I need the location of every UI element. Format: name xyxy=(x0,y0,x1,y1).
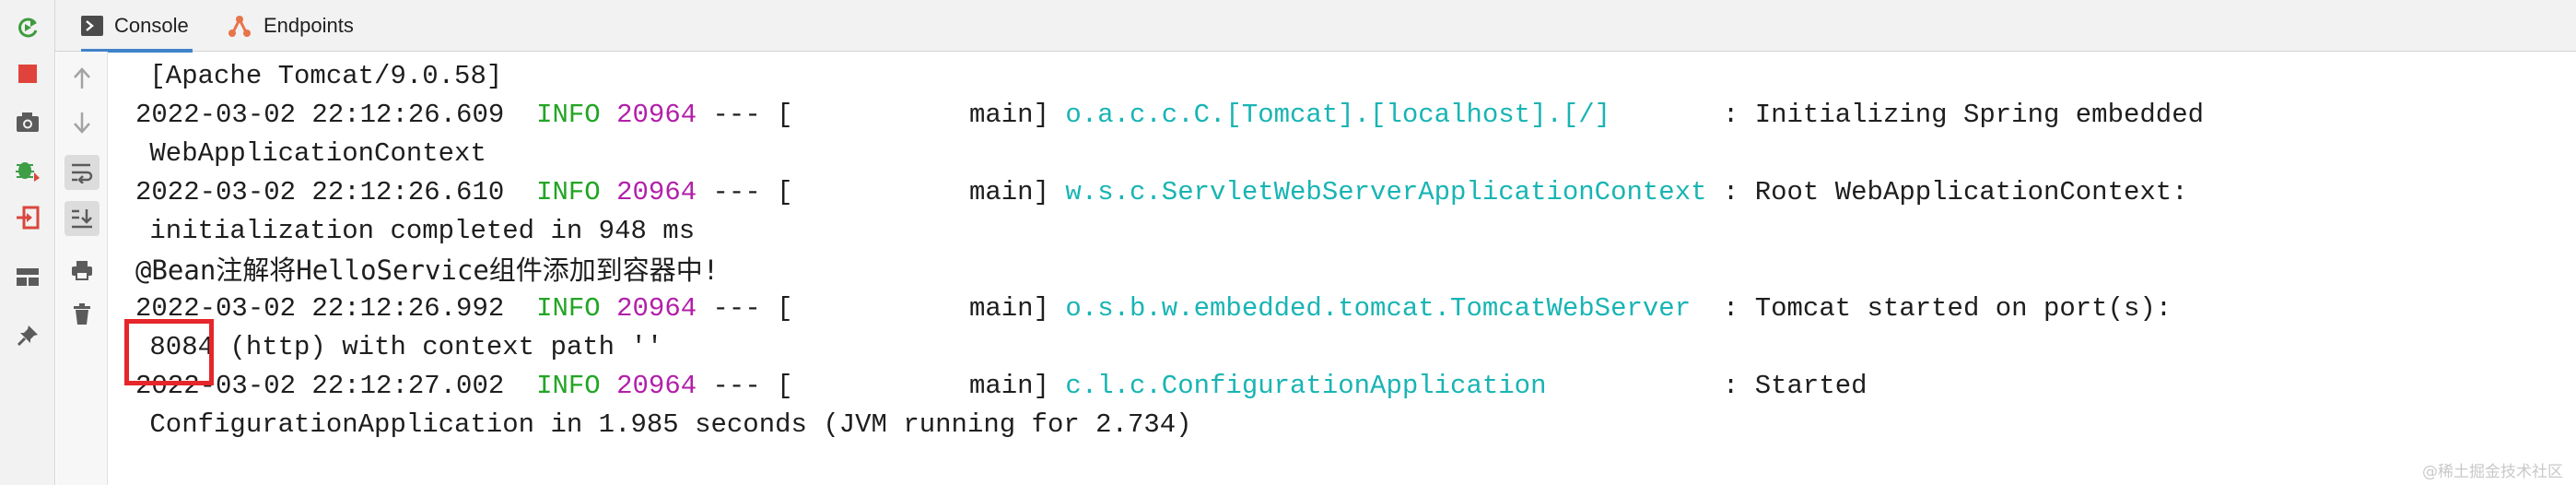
log-line: 2022-03-02 22:12:27.002 INFO 20964 --- [… xyxy=(135,367,1868,406)
log-line: [Apache Tomcat/9.0.58] xyxy=(134,61,503,91)
log-logger[interactable]: o.a.c.c.C.[Tomcat].[localhost].[/] xyxy=(1065,100,1611,130)
up-arrow-icon[interactable] xyxy=(64,61,100,96)
log-message: : Started xyxy=(1546,371,1868,401)
log-line: 8084 (http) with context path '' xyxy=(134,332,663,362)
log-thread: --- [ main] xyxy=(697,371,1066,401)
log-timestamp: 2022-03-02 22:12:27.002 xyxy=(135,371,505,401)
log-level: INFO xyxy=(536,100,601,130)
debug-icon[interactable] xyxy=(11,153,44,186)
tab-endpoints[interactable]: Endpoints xyxy=(227,0,354,52)
log-line: 2022-03-02 22:12:26.609 INFO 20964 --- [… xyxy=(135,96,2204,135)
camera-icon[interactable] xyxy=(11,105,44,138)
log-thread: --- [ main] xyxy=(697,177,1066,207)
log-timestamp: 2022-03-02 22:12:26.609 xyxy=(135,100,505,130)
log-pid: 20964 xyxy=(616,293,697,324)
tab-console[interactable]: Console xyxy=(81,0,193,53)
log-timestamp: 2022-03-02 22:12:26.610 xyxy=(135,177,505,207)
scroll-to-end-icon[interactable] xyxy=(64,201,100,236)
log-line: 2022-03-02 22:12:26.610 INFO 20964 --- [… xyxy=(135,173,2188,212)
layout-icon[interactable] xyxy=(11,260,44,293)
console-toolbar xyxy=(56,52,108,485)
log-level: INFO xyxy=(536,371,601,401)
port-highlight-box xyxy=(124,319,214,385)
tab-endpoints-label: Endpoints xyxy=(263,14,354,37)
log-message: : Initializing Spring embedded xyxy=(1610,100,2204,130)
log-timestamp: 2022-03-02 22:12:26.992 xyxy=(135,293,505,324)
pin-icon[interactable] xyxy=(11,319,44,352)
tab-console-label: Console xyxy=(114,14,189,37)
rerun-icon[interactable] xyxy=(11,11,44,44)
trash-icon[interactable] xyxy=(64,297,100,332)
watermark: @稀土掘金技术社区 xyxy=(2422,463,2563,481)
log-logger[interactable]: w.s.c.ServletWebServerApplicationContext xyxy=(1065,177,1707,207)
stop-icon[interactable] xyxy=(11,57,44,90)
console-icon xyxy=(81,16,103,36)
endpoints-icon xyxy=(227,14,252,38)
log-line: 2022-03-02 22:12:26.992 INFO 20964 --- [… xyxy=(135,290,2172,328)
log-pid: 20964 xyxy=(616,177,697,207)
console-output[interactable]: 2022-03-02 22:12:26.609 [Apache Tomcat/9… xyxy=(108,52,2576,485)
log-level: INFO xyxy=(536,293,601,324)
log-pid: 20964 xyxy=(616,371,697,401)
log-pid: 20964 xyxy=(616,100,697,130)
log-level: INFO xyxy=(536,177,601,207)
down-arrow-icon[interactable] xyxy=(64,105,100,140)
log-line: initialization completed in 948 ms xyxy=(134,216,696,246)
tool-window-tabs: Console Endpoints xyxy=(55,0,2576,53)
log-thread: --- [ main] xyxy=(697,100,1066,130)
log-line: ConfigurationApplication in 1.985 second… xyxy=(134,409,1192,440)
run-toolbar xyxy=(0,0,55,485)
log-message: : Tomcat started on port(s): xyxy=(1691,293,2172,324)
exit-icon[interactable] xyxy=(11,201,44,234)
log-line: WebApplicationContext xyxy=(134,138,486,169)
log-logger[interactable]: o.s.b.w.embedded.tomcat.TomcatWebServer xyxy=(1065,293,1692,324)
log-line: @Bean注解将HelloService组件添加到容器中! xyxy=(135,254,720,286)
log-message: : Root WebApplicationContext: xyxy=(1706,177,2188,207)
log-logger[interactable]: c.l.c.ConfigurationApplication xyxy=(1065,371,1547,401)
print-icon[interactable] xyxy=(64,253,100,288)
clipped-previous-line: 2022-03-02 22:12:26.609 xyxy=(135,52,504,57)
log-thread: --- [ main] xyxy=(697,293,1066,324)
soft-wrap-icon[interactable] xyxy=(64,155,100,190)
